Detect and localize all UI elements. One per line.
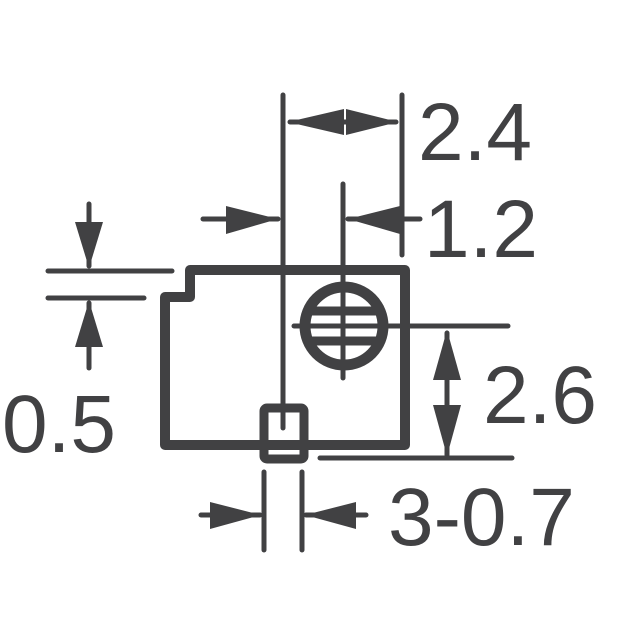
dim-0-5-arrow-up-icon xyxy=(75,301,103,347)
dim-2-6-arrow-up-icon xyxy=(433,330,461,380)
label-0-5: 0.5 xyxy=(2,379,116,470)
dim-2-4-arrow-left-icon xyxy=(288,109,344,135)
dim-0-5-arrow-down-icon xyxy=(75,222,103,268)
label-2-4: 2.4 xyxy=(418,87,532,178)
dim-2-4-arrow-right-icon xyxy=(346,109,398,135)
body-outline xyxy=(160,265,410,450)
label-2-6: 2.6 xyxy=(483,350,597,441)
label-1-2: 1.2 xyxy=(424,184,538,275)
dim-2-6-arrow-down-icon xyxy=(433,405,461,456)
dim-0-7-arrow-left-icon xyxy=(305,502,356,529)
dim-0-7-arrow-right-icon xyxy=(210,502,261,529)
dim-1-2-arrow-right-icon xyxy=(348,206,400,234)
label-3-0-7: 3-0.7 xyxy=(388,472,575,563)
dim-1-2-arrow-left-icon xyxy=(226,206,278,234)
